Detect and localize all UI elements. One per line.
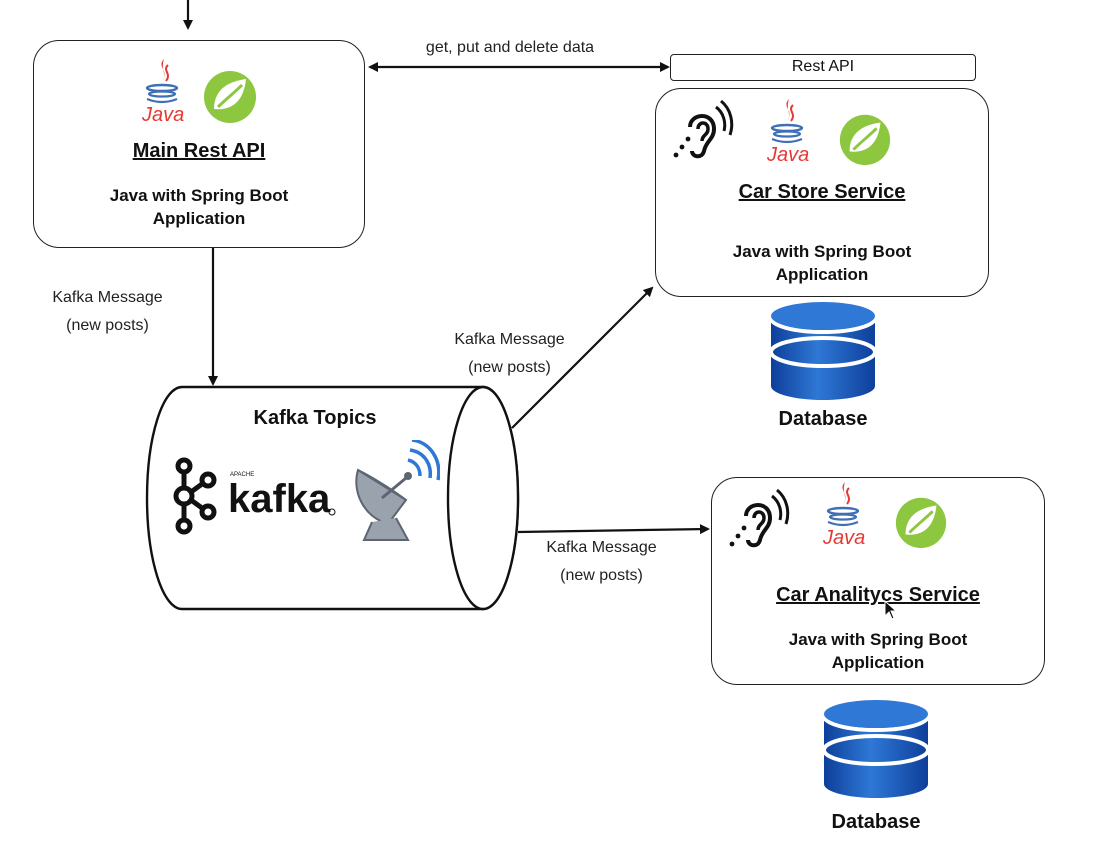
rest-call-label: get, put and delete data: [425, 39, 595, 56]
kafka-logo-icon: kafka APACHE: [173, 457, 336, 535]
svg-text:APACHE: APACHE: [230, 472, 254, 478]
car-store-title: Car Store Service: [738, 181, 906, 203]
car-analytics-title: Car Analitycs Service: [776, 584, 980, 606]
svg-text:Java: Java: [822, 527, 865, 548]
rest-api-tab: Rest API: [670, 54, 976, 81]
main-api-subtitle: Java with Spring Boot Application: [109, 186, 289, 228]
store-database-icon: [769, 302, 877, 400]
svg-text:kafka: kafka: [228, 477, 331, 521]
car-analytics-subtitle: Java with Spring Boot Application: [788, 630, 968, 672]
analytics-database-label: Database: [831, 811, 921, 833]
listener-ear-icon: [729, 488, 790, 548]
kafka-to-analytics-arrow: [517, 524, 710, 535]
spring-leaf-icon: [895, 497, 947, 549]
analytics-database-icon: [822, 700, 930, 798]
spring-leaf-icon: [204, 71, 256, 123]
store-database-label: Database: [778, 408, 868, 430]
satellite-dish-icon: [355, 440, 440, 541]
kafka-topics-cylinder: [145, 385, 520, 611]
java-logo-icon: Java: [822, 482, 865, 548]
svg-text:Java: Java: [766, 144, 809, 165]
spring-leaf-icon: [839, 114, 891, 166]
main-to-kafka-label: Kafka Message (new posts): [52, 289, 163, 334]
main-rest-api-box: Java Main Rest API Java with Spring Boot…: [33, 40, 365, 248]
car-store-service-box: Java Car Store Service Java with Spring …: [655, 88, 989, 297]
java-logo-icon: Java: [141, 59, 184, 125]
mouse-cursor-icon: [884, 600, 898, 620]
main-api-title: Main Rest API: [132, 140, 266, 162]
kafka-to-analytics-label: Kafka Message (new posts): [546, 539, 657, 584]
car-store-subtitle: Java with Spring Boot Application: [732, 242, 912, 284]
car-analytics-service-box: Java Car Analitycs Service Java with Spr…: [711, 477, 1045, 685]
listener-ear-icon: [673, 99, 734, 159]
kafka-to-store-label: Kafka Message (new posts): [454, 331, 565, 376]
kafka-to-store-arrow: [511, 286, 654, 429]
kafka-topics-title: Kafka Topics: [253, 407, 377, 429]
java-logo-icon: Java: [766, 99, 809, 165]
svg-text:Java: Java: [141, 104, 184, 125]
